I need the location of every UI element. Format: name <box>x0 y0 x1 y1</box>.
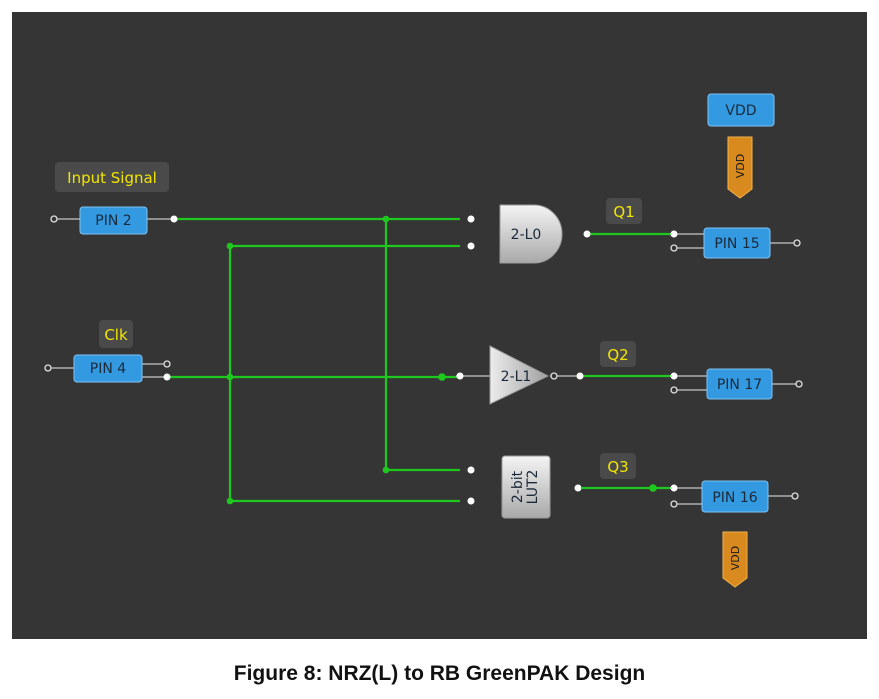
pin-4-block[interactable]: PIN 4 <box>73 354 143 383</box>
pin-15-block[interactable]: PIN 15 <box>703 227 771 259</box>
pin-4-label: PIN 4 <box>90 361 126 377</box>
and-gate-label: 2-L0 <box>511 227 542 243</box>
and-gate-2-l0[interactable]: 2-L0 <box>499 204 563 264</box>
lut2-label-line1: 2-bit <box>510 470 526 503</box>
svg-text:Q3: Q3 <box>607 458 628 476</box>
svg-text:Q1: Q1 <box>613 203 634 221</box>
pin-16-block[interactable]: PIN 16 <box>701 480 769 513</box>
pin-16-label: PIN 16 <box>712 490 757 506</box>
pin-2-block[interactable]: PIN 2 <box>79 206 148 235</box>
vdd-tag-top-label: VDD <box>734 154 747 178</box>
clk-label: Clk <box>99 320 133 348</box>
q1-label: Q1 <box>606 198 642 224</box>
terminals-solid <box>163 215 678 505</box>
figure-caption: Figure 8: NRZ(L) to RB GreenPAK Design <box>233 662 646 685</box>
pin-stubs <box>48 218 799 505</box>
vdd-button[interactable]: VDD <box>707 93 775 127</box>
vdd-tag-bottom: VDD <box>722 531 748 588</box>
pin-15-label: PIN 15 <box>714 236 759 252</box>
svg-text:Clk: Clk <box>104 326 128 344</box>
svg-text:Q2: Q2 <box>607 346 628 364</box>
pin-17-label: PIN 17 <box>717 377 762 393</box>
q2-label: Q2 <box>600 341 636 367</box>
q3-label: Q3 <box>600 453 636 479</box>
wires <box>167 217 674 503</box>
vdd-button-label: VDD <box>725 103 756 119</box>
lut2-label-line2: LUT2 <box>525 470 541 505</box>
pin-2-label: PIN 2 <box>95 213 131 229</box>
vdd-tag-bottom-label: VDD <box>729 546 742 570</box>
inverter-label: 2-L1 <box>501 369 532 385</box>
input-signal-label: Input Signal <box>55 162 169 192</box>
vdd-tag-top: VDD <box>727 136 753 199</box>
inverter-2-l1[interactable]: 2-L1 <box>489 345 550 405</box>
svg-text:Input Signal: Input Signal <box>67 169 157 187</box>
pin-17-block[interactable]: PIN 17 <box>706 368 773 400</box>
junctions <box>226 215 657 505</box>
schematic-canvas: PIN 2 PIN 4 PIN 15 PIN 17 PIN 16 2-L0 2-… <box>12 12 867 639</box>
lut2-block[interactable]: 2-bit LUT2 <box>501 455 551 519</box>
terminals-hollow <box>44 215 803 508</box>
